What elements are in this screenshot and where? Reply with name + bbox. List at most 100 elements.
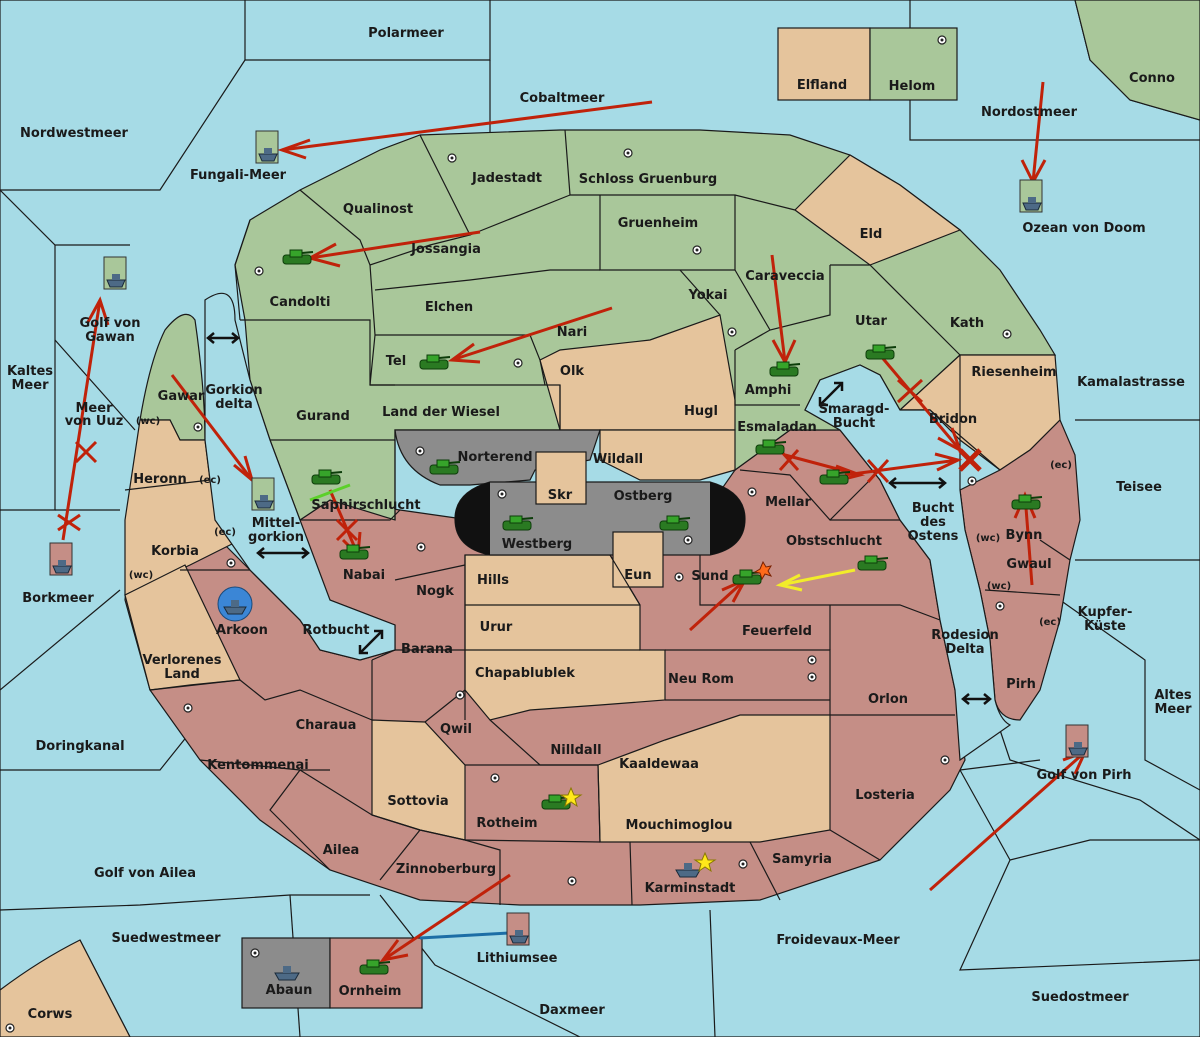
label-smaragd-bucht-1: Smaragd-	[819, 402, 890, 417]
label-corws: Corws	[28, 1007, 73, 1022]
label-wildall: Wildall	[593, 452, 643, 467]
label-elfland: Elfland	[797, 78, 847, 93]
label-olk: Olk	[560, 364, 585, 379]
label-helom: Helom	[889, 79, 936, 94]
label-qwil: Qwil	[440, 722, 472, 737]
label-korbia: Korbia	[151, 544, 199, 559]
supply-centers	[5, 35, 1012, 1033]
label-arkoon: Arkoon	[216, 623, 268, 638]
dislodged-x-icon	[57, 378, 982, 542]
label-jadestadt: Jadestadt	[471, 171, 542, 186]
label-heronn-ec: (ec)	[199, 475, 221, 486]
label-meer-von-uuz-1: Meer	[76, 401, 114, 416]
label-westberg: Westberg	[502, 537, 572, 552]
label-charaua: Charaua	[296, 718, 357, 733]
territory-mittelgorkion-sea[interactable]	[204, 292, 396, 661]
label-esmaladan: Esmaladan	[737, 420, 817, 435]
label-doringkanal: Doringkanal	[35, 739, 124, 754]
label-neu-rom: Neu Rom	[668, 672, 734, 687]
label-karminstadt: Karminstadt	[645, 881, 736, 896]
label-obstschlucht: Obstschlucht	[786, 534, 882, 549]
label-hills: Hills	[477, 573, 509, 588]
label-ozean-von-doom: Ozean von Doom	[1022, 221, 1145, 236]
label-polarmeer: Polarmeer	[368, 26, 444, 41]
label-eun: Eun	[624, 568, 651, 583]
territory-skr[interactable]	[535, 451, 587, 505]
label-golf-von-pirh: Golf von Pirh	[1036, 768, 1131, 783]
label-bynn-ec: (ec)	[1050, 460, 1072, 471]
territory-eld[interactable]	[794, 154, 962, 266]
label-hugl: Hugl	[684, 404, 718, 419]
label-heronn: Heronn	[133, 472, 187, 487]
territory-labels: Polarmeer Cobaltmeer Nordwestmeer Nordos…	[7, 26, 1192, 1022]
label-gurand: Gurand	[296, 409, 350, 424]
label-verlorenes-land-1: Verlorenes	[142, 653, 221, 668]
label-eld: Eld	[860, 227, 883, 242]
label-suedwestmeer: Suedwestmeer	[111, 931, 221, 946]
label-jossangia: Jossangia	[410, 242, 481, 257]
double-arrow-icon	[206, 332, 992, 705]
label-gwaul-ec: (ec)	[1039, 617, 1061, 628]
label-golf-von-gawan-1: Golf von	[80, 316, 141, 331]
label-mellar: Mellar	[765, 495, 811, 510]
label-caraveccia: Caraveccia	[745, 269, 824, 284]
label-bynn: Bynn	[1006, 528, 1043, 543]
label-barana: Barana	[401, 642, 453, 657]
coast-tags: (wc) (ec) (ec) (wc) (ec) (wc) (wc) (ec)	[129, 416, 1072, 628]
label-korbia-ec: (ec)	[214, 527, 236, 538]
label-bucht-des-ostens-1: Bucht	[912, 501, 954, 516]
label-conno: Conno	[1129, 71, 1175, 86]
label-nordostmeer: Nordostmeer	[981, 105, 1078, 120]
label-borkmeer: Borkmeer	[22, 591, 94, 606]
territory-eun[interactable]	[612, 531, 664, 588]
star-icon	[693, 851, 717, 873]
label-candolti: Candolti	[270, 295, 331, 310]
label-sottovia: Sottovia	[387, 794, 448, 809]
label-chapablublek: Chapablublek	[475, 666, 575, 681]
label-bucht-des-ostens-3: Ostens	[908, 529, 959, 544]
label-nilldall: Nilldall	[550, 743, 601, 758]
territory-borders	[124, 129, 1071, 906]
label-heronn-wc: (wc)	[136, 416, 160, 427]
label-verlorenes-land-2: Land	[164, 667, 200, 682]
explosion-icon	[753, 560, 773, 581]
label-mouchimoglou: Mouchimoglou	[626, 818, 733, 833]
label-nogk: Nogk	[416, 584, 454, 599]
territory-conno[interactable]	[1074, 0, 1200, 121]
castle-west-cap	[455, 482, 490, 555]
territory-wildall[interactable]	[599, 429, 736, 481]
label-teisee: Teisee	[1116, 480, 1162, 495]
label-mittelgorkion-1: Mittel-	[252, 516, 301, 531]
label-nabai: Nabai	[343, 568, 385, 583]
label-tel: Tel	[386, 354, 406, 369]
ship-icon	[49, 130, 1089, 981]
label-utar: Utar	[855, 314, 888, 329]
label-riesenheim: Riesenheim	[971, 365, 1056, 380]
label-sund: Sund	[691, 569, 728, 584]
label-korbia-wc: (wc)	[129, 570, 153, 581]
territory-corws[interactable]	[0, 939, 131, 1037]
label-nari: Nari	[557, 325, 588, 340]
label-orlon: Orlon	[868, 692, 908, 707]
label-skr: Skr	[548, 488, 573, 503]
label-kentommenai: Kentommenai	[207, 758, 308, 773]
star-icon	[559, 786, 583, 808]
label-amphi: Amphi	[745, 383, 792, 398]
label-kaltes-meer-1: Kaltes	[7, 364, 53, 379]
label-rotheim: Rotheim	[476, 816, 537, 831]
label-bynn-wc: (wc)	[976, 533, 1000, 544]
label-ornheim: Ornheim	[339, 984, 402, 999]
label-gwaul: Gwaul	[1006, 557, 1051, 572]
label-urur: Urur	[480, 620, 513, 635]
label-golf-von-ailea: Golf von Ailea	[94, 866, 196, 881]
label-schloss-gruenburg: Schloss Gruenburg	[579, 172, 717, 187]
label-kamalastrasse: Kamalastrasse	[1077, 375, 1185, 390]
label-meer-von-uuz-2: von Uuz	[65, 414, 124, 429]
label-rodesion-delta-2: Delta	[945, 642, 984, 657]
label-daxmeer: Daxmeer	[539, 1003, 605, 1018]
label-yokai: Yokai	[687, 288, 727, 303]
label-smaragd-bucht-2: Bucht	[833, 416, 875, 431]
label-samyria: Samyria	[772, 852, 832, 867]
